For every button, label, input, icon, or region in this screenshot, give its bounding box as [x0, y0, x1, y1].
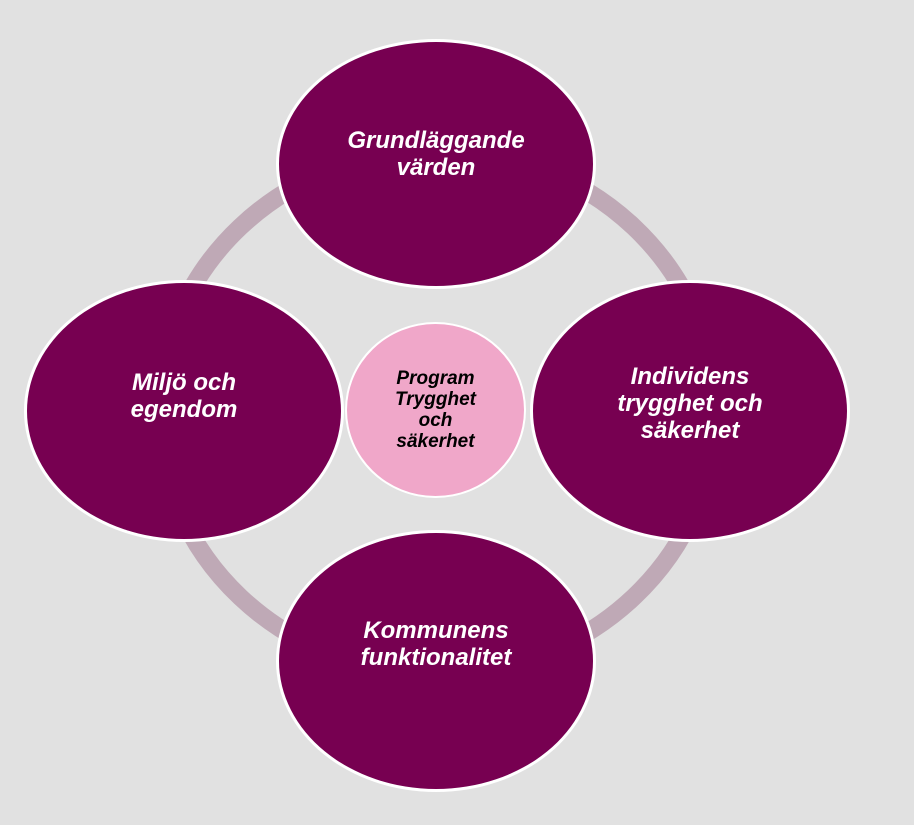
node-individens-trygghet: Individens trygghet och säkerhet	[530, 280, 850, 542]
node-bottom-label: Kommunens funktionalitet	[360, 617, 512, 671]
node-kommunens-funktionalitet: Kommunens funktionalitet	[276, 530, 596, 792]
node-miljo-och-egendom: Miljö och egendom	[24, 280, 344, 542]
center-node: Program Trygghet och säkerhet	[345, 322, 526, 498]
node-top-label: Grundläggande värden	[347, 127, 525, 181]
node-right-label: Individens trygghet och säkerhet	[617, 362, 763, 444]
node-left-label: Miljö och egendom	[130, 369, 238, 423]
center-label: Program Trygghet och säkerhet	[395, 368, 476, 452]
node-grundlaggande-varden: Grundläggande värden	[276, 39, 596, 289]
